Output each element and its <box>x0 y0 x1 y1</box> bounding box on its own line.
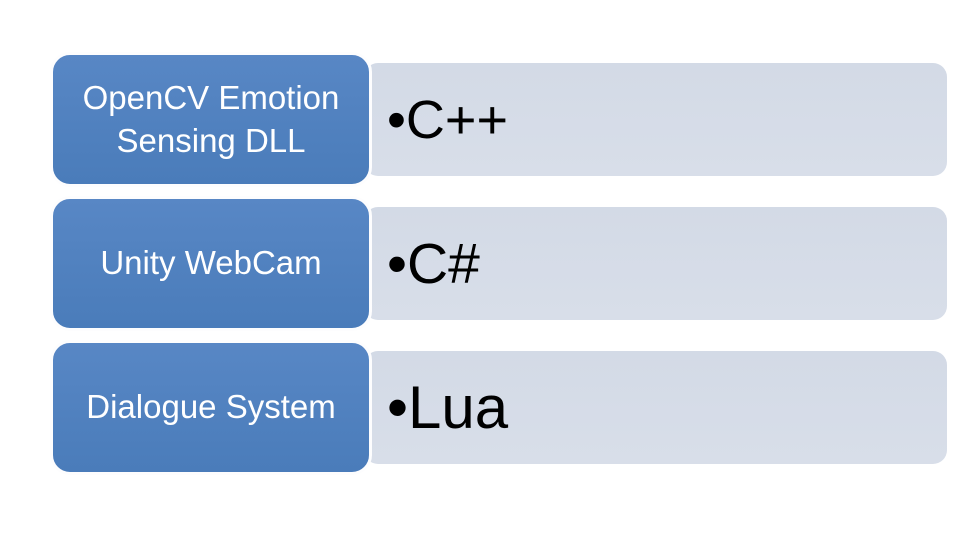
row-header-label: OpenCV Emotion Sensing DLL <box>82 78 340 159</box>
row-content-panel: •Lua <box>364 351 947 464</box>
row-value: C++ <box>405 89 508 150</box>
row-header-label: Dialogue System <box>86 388 336 426</box>
row-value: Lua <box>408 374 509 441</box>
bullet-icon: • <box>387 89 406 150</box>
row-header-box: OpenCV Emotion Sensing DLL <box>50 52 372 187</box>
row-header-label: Unity WebCam <box>100 244 322 282</box>
row-header-box: Unity WebCam <box>50 196 372 331</box>
row-value: C# <box>406 231 480 296</box>
bullet-icon: • <box>387 231 407 296</box>
row-content-panel: •C# <box>364 207 947 320</box>
row-header-box: Dialogue System <box>50 340 372 475</box>
row-content-panel: •C++ <box>364 63 947 176</box>
bullet-icon: • <box>387 374 409 441</box>
